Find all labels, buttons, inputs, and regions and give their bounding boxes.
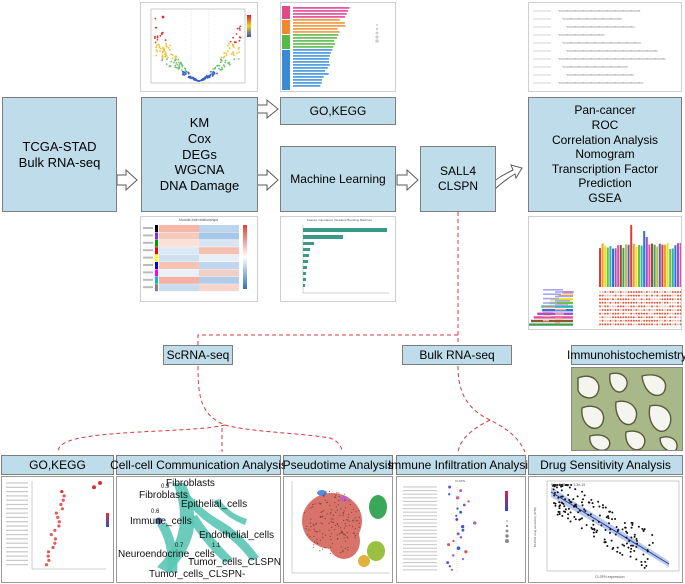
analysis-degs: DEGs	[182, 146, 217, 162]
immune-header: Immune Infiltration Analysis	[388, 455, 534, 475]
immune-thumb-title: CLSPN	[455, 479, 466, 483]
volcano-plot-thumb	[140, 2, 258, 92]
branch-bulk-label: Bulk RNA-seq	[419, 348, 495, 362]
immune-label: Immune Infiltration Analysis	[387, 458, 535, 472]
cell-comm-panel: Fibroblasts Fibroblasts Epithelial_cells…	[116, 476, 281, 583]
cc-label-epithelial: Epithelial_cells	[181, 499, 248, 510]
wgcna-heatmap-thumb: Module-trait relationships	[140, 216, 258, 302]
cc-tick-2: 0.6	[151, 509, 160, 515]
arrow-genes-to-downstream	[487, 164, 523, 193]
cc-label-tumor-neg: Tumor_cells_CLSPN-	[149, 569, 246, 580]
bottom-gokegg-panel	[1, 476, 114, 583]
ds-correlation: Correlation Analysis	[551, 132, 659, 147]
pseudotime-header: Pseudotime Analysis	[283, 455, 393, 475]
drug-label: Drug Sensitivity Analysis	[540, 458, 671, 472]
cc-label-fibroblasts-b: Fibroblasts	[139, 490, 188, 501]
drug-xlabel: CLSPN expression	[595, 575, 625, 579]
go-barplot-thumb	[280, 2, 396, 92]
tcga-line-1: TCGA-STAD	[22, 138, 97, 154]
ds-tf-prediction: Transcription Factor Prediction	[551, 161, 659, 191]
gene-clspn: CLSPN	[437, 179, 478, 193]
cc-tick-3: 0.7	[175, 543, 184, 549]
bottom-gokegg-header: GO,KEGG	[1, 455, 114, 475]
gene-sall4: SALL4	[439, 164, 476, 179]
cc-label-neuroendocrine: Neuroendocrine_cells	[118, 549, 215, 560]
tcga-line-2: Bulk RNA-seq	[18, 154, 101, 170]
ds-pan-cancer: Pan-cancer	[574, 103, 636, 118]
arrow-analysis-to-gokegg	[256, 98, 279, 120]
drug-stat: R = -0.45, p = 3.3e-19	[551, 483, 586, 487]
gokegg-top-label: GO,KEGG	[309, 103, 367, 118]
tcga-box: TCGA-STAD Bulk RNA-seq	[2, 97, 117, 212]
cc-tick-4: 1.1	[212, 543, 221, 549]
ihc-image	[571, 367, 683, 451]
cell-comm-label: Cell-cell Communication Analysis	[110, 458, 287, 472]
ml-importance-thumb: Feature Importance (Gradient Boosting Ma…	[280, 216, 396, 302]
pseudotime-panel	[283, 476, 393, 583]
genes-box: SALL4 CLSPN	[420, 146, 496, 212]
analysis-wgcna: WGCNA	[174, 162, 225, 178]
branch-scrna-label: ScRNA-seq	[166, 348, 230, 362]
cell-comm-header: Cell-cell Communication Analysis	[110, 455, 287, 475]
pseudotime-label: Pseudotime Analysis	[282, 458, 394, 472]
bottom-gokegg-label: GO,KEGG	[29, 458, 86, 472]
immune-panel: CLSPN	[396, 476, 526, 583]
cc-tick-1: 0.9	[161, 484, 170, 490]
arrow-ml-to-genes	[396, 168, 419, 192]
ml-thumb-title: Feature Importance (Gradient Boosting Ma…	[307, 218, 373, 222]
cc-label-immune: Immune_cells	[130, 516, 192, 527]
branch-ihc-label: Immunohistochemistry	[566, 348, 685, 362]
ml-label: Machine Learning	[290, 171, 386, 186]
nomogram-thumb	[528, 2, 682, 92]
drug-header: Drug Sensitivity Analysis	[528, 455, 683, 475]
arrow-analysis-to-ml	[256, 168, 279, 192]
cc-label-endothelial: Endothelial_cells	[199, 530, 275, 541]
arrow-tcga-to-analysis	[116, 168, 138, 192]
upset-plot-thumb	[528, 216, 682, 330]
branch-bulk: Bulk RNA-seq	[402, 345, 512, 365]
branch-scrna: ScRNA-seq	[163, 345, 233, 365]
wgcna-title: Module-trait relationships	[179, 218, 219, 222]
analysis-box: KM Cox DEGs WGCNA DNA Damage	[141, 97, 258, 212]
ds-nomogram: Nomogram	[575, 147, 635, 162]
downstream-box: Pan-cancer ROC Correlation Analysis Nomo…	[528, 97, 682, 212]
drug-panel: R = -0.45, p = 3.3e-19 CLSPN expression …	[528, 476, 683, 583]
ds-gsea: GSEA	[588, 191, 622, 206]
cc-label-tumor-pos: Tumor_cells_CLSPN+	[188, 557, 281, 568]
cc-label-fibroblasts-a: Fibroblasts	[166, 478, 215, 489]
analysis-cox: Cox	[187, 130, 212, 146]
branch-ihc: Immunohistochemistry	[567, 345, 685, 365]
analysis-km: KM	[189, 114, 210, 130]
ml-box: Machine Learning	[280, 146, 396, 212]
analysis-dna-damage: DNA Damage	[159, 178, 240, 194]
gokegg-top-box: GO,KEGG	[280, 97, 396, 125]
ds-roc: ROC	[591, 117, 619, 132]
drug-ylabel: BI-2536 drug sensitivity (IC50)	[533, 506, 538, 548]
